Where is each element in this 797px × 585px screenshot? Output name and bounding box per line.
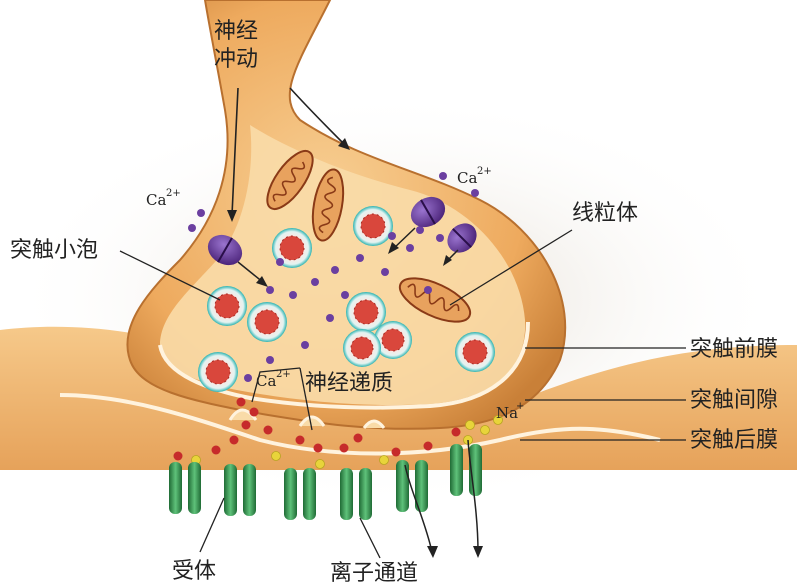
sodium-label: Na — [496, 404, 518, 422]
receptor-label: 受体 — [172, 559, 216, 584]
calcium-label-cleft: Ca — [256, 372, 276, 390]
impulse-label-line1: 神经 — [214, 19, 258, 44]
postsynaptic-membrane-label: 突触后膜 — [690, 428, 778, 453]
synaptic-cleft-label: 突触间隙 — [690, 388, 778, 413]
vesicle-label: 突触小泡 — [10, 238, 98, 263]
neurotransmitter-label: 神经递质 — [305, 371, 393, 396]
calcium-charge-right: 2+ — [477, 166, 492, 177]
ion-channel-label: 离子通道 — [330, 561, 418, 585]
calcium-label-right: Ca — [457, 169, 477, 187]
mitochondria-label: 线粒体 — [572, 201, 638, 226]
calcium-charge-left: 2+ — [166, 188, 181, 199]
presynaptic-membrane-label: 突触前膜 — [690, 337, 778, 362]
calcium-label-left: Ca — [146, 191, 166, 209]
sodium-charge: + — [516, 401, 524, 412]
impulse-label-line2: 冲动 — [214, 47, 258, 72]
calcium-charge-cleft: 2+ — [276, 369, 291, 380]
